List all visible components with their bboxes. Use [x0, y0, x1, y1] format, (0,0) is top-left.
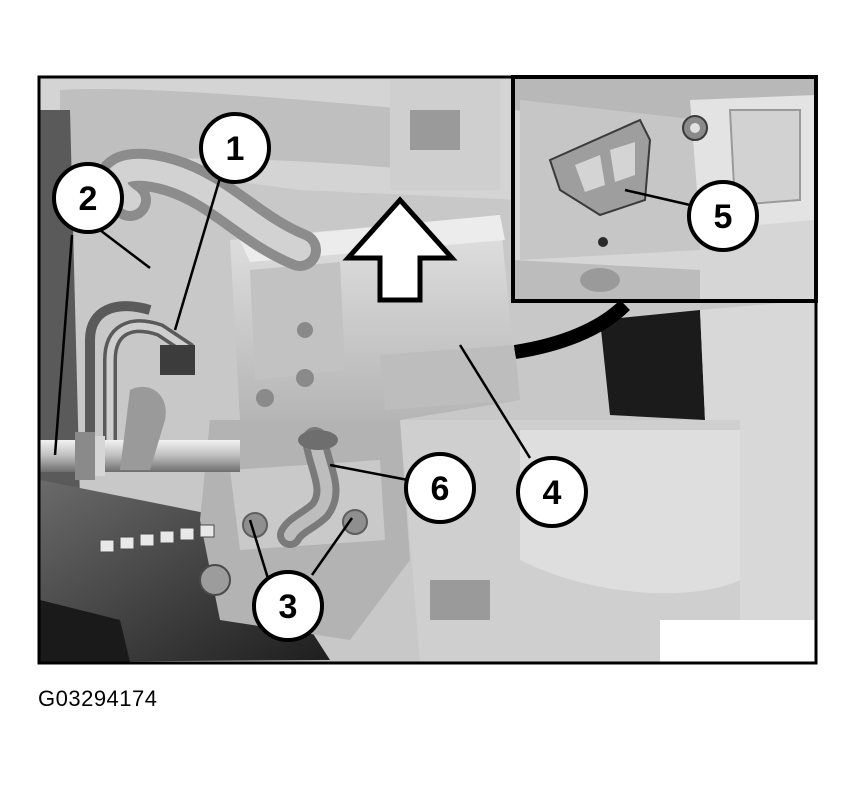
callout-5: 5: [687, 180, 759, 252]
callout-2: 2: [52, 162, 124, 234]
svg-text:3: 3: [279, 588, 298, 626]
callout-3: 3: [252, 570, 324, 642]
inset-frame: [511, 75, 818, 303]
svg-text:1: 1: [226, 130, 245, 168]
svg-text:4: 4: [543, 474, 562, 512]
svg-text:2: 2: [79, 180, 98, 218]
leader-lines: [53, 177, 691, 586]
callout-4: 4: [516, 456, 588, 528]
callout-6: 6: [404, 452, 476, 524]
callout-1: 1: [199, 112, 271, 184]
svg-text:5: 5: [714, 198, 733, 236]
figure-id-label: G03294174: [38, 686, 158, 711]
svg-text:6: 6: [431, 470, 450, 508]
main-frame: [37, 75, 818, 665]
detail-inset: [513, 78, 815, 300]
